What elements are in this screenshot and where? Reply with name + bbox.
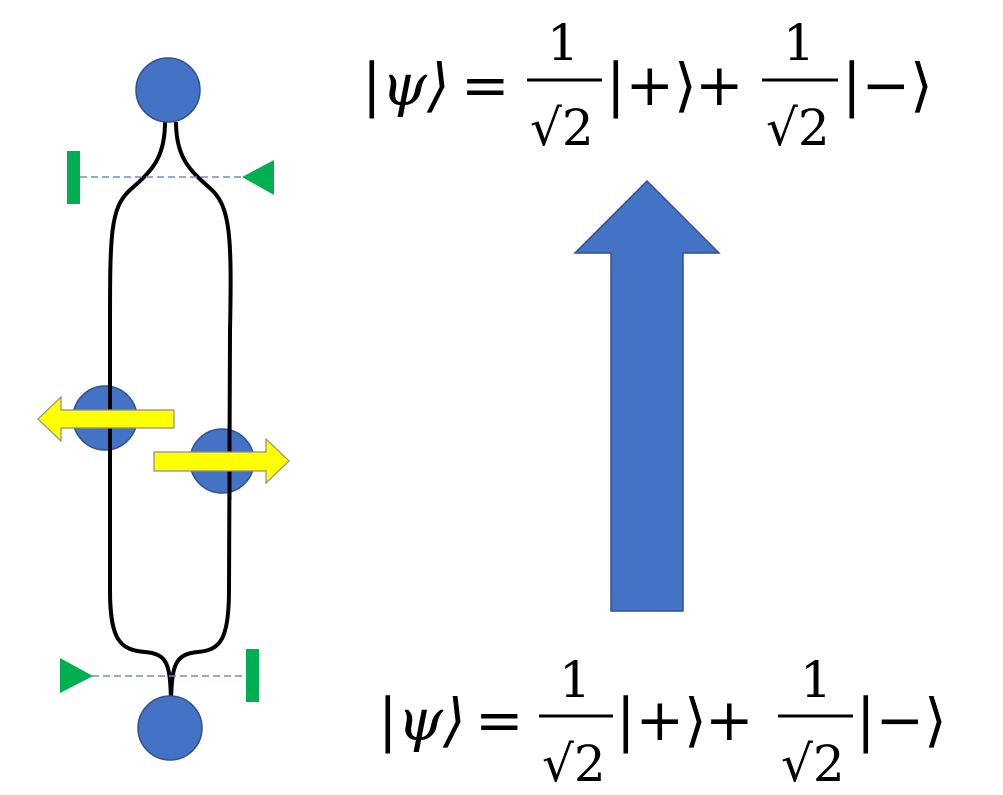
bottom-ket-minus: |−⟩ [856,686,947,754]
top-node [135,57,201,123]
top-detector-bar [67,151,80,204]
bottom-ket-plus: |+⟩ [616,686,707,754]
bottom-node [137,695,203,761]
right-arrow-icon [153,437,290,485]
interferometer-paths [108,121,233,701]
top-ket-psi: |ψ⟩ [362,51,450,119]
top-plus: + [695,51,744,119]
right-arm-path [169,121,233,701]
up-arrow-icon [573,179,721,612]
top-numerator-1: 1 [547,14,579,72]
bottom-detector-bar [246,649,259,702]
bottom-plus: + [705,686,754,754]
top-ket-minus: |−⟩ [842,51,933,119]
top-numerator-2: 1 [783,14,815,72]
top-ket-plus: |+⟩ [606,51,697,119]
top-radical-1: √2 [530,99,594,157]
bottom-numerator-1: 1 [559,651,591,709]
bottom-equation: |ψ⟩ = 1 √2 |+⟩ + 1 √2 |−⟩ [378,651,947,793]
bottom-emitter-triangle [60,658,93,693]
bottom-radical-1: √2 [542,735,606,793]
top-radical-2: √2 [766,99,830,157]
top-emitter-triangle [242,160,274,195]
bottom-numerator-2: 1 [800,651,832,709]
top-equation: |ψ⟩ = 1 √2 |+⟩ + 1 √2 |−⟩ [362,14,933,157]
bottom-radical-2: √2 [781,735,845,793]
left-arrow-icon [37,395,175,443]
bottom-equals: = [475,686,524,754]
bottom-ket-psi: |ψ⟩ [378,686,466,754]
left-arm-path [108,121,173,701]
top-equals: = [461,51,510,119]
